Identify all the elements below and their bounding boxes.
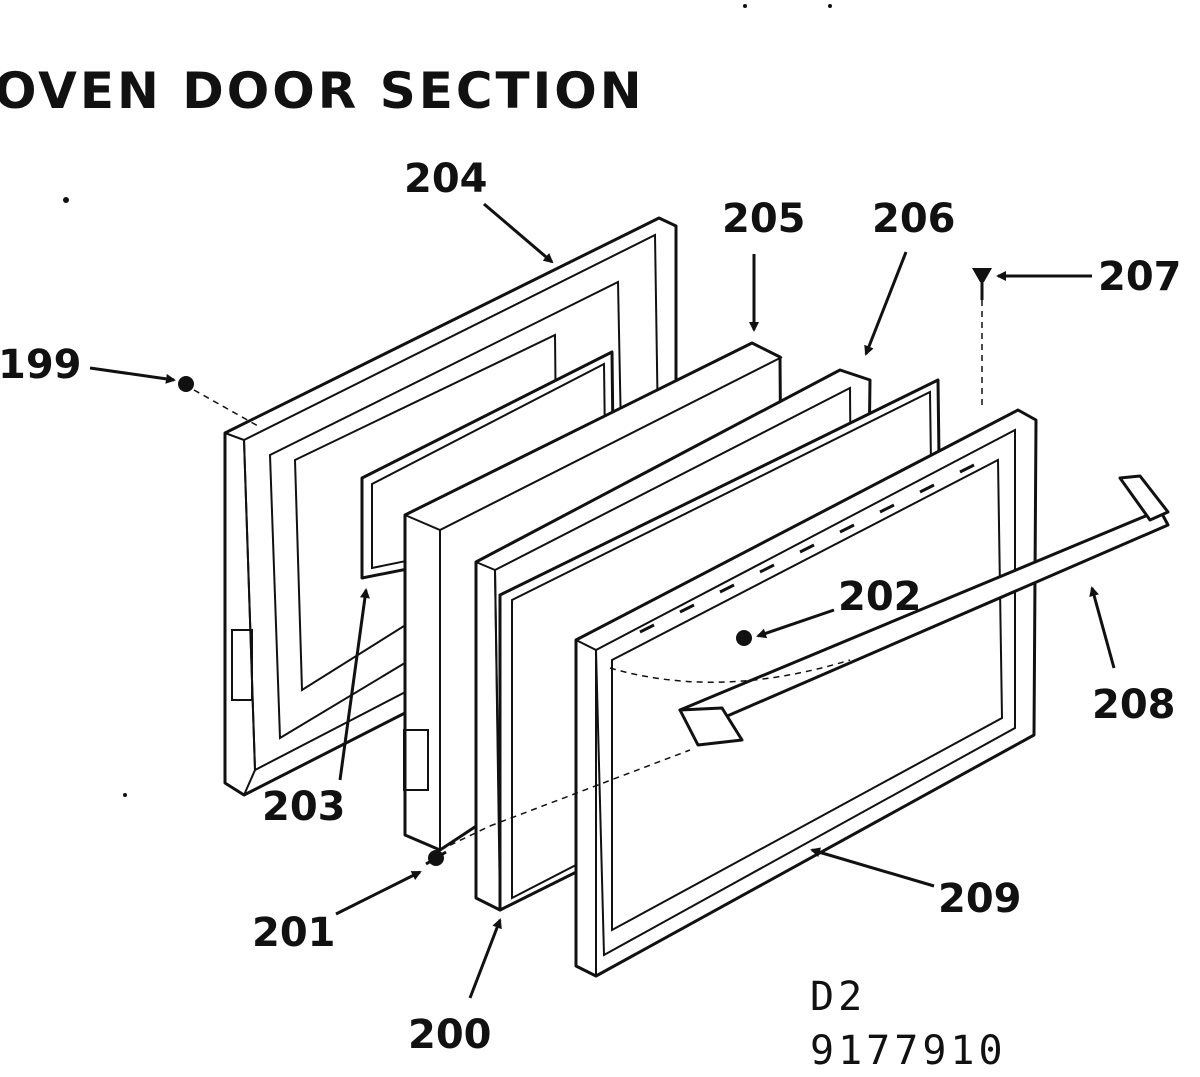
screw-part-207 xyxy=(972,268,992,300)
leader-200 xyxy=(468,918,502,999)
leader-208 xyxy=(1089,586,1116,669)
leader-203 xyxy=(338,588,370,781)
screw-part-199 xyxy=(178,376,194,392)
callout-205: 205 xyxy=(722,196,806,242)
speck xyxy=(828,4,832,8)
diagram-title: OVEN DOOR SECTION xyxy=(0,62,645,120)
callout-201: 201 xyxy=(252,910,336,956)
alignment-line xyxy=(609,659,851,683)
speck xyxy=(63,197,69,203)
callout-200: 200 xyxy=(408,1012,492,1058)
alignment-line xyxy=(439,825,491,851)
outer-door-panel-part-209 xyxy=(574,408,1038,978)
callout-204: 204 xyxy=(404,156,488,202)
screw-part-202 xyxy=(736,630,752,646)
callout-207: 207 xyxy=(1098,254,1182,300)
callout-203: 203 xyxy=(262,784,346,830)
callout-209: 209 xyxy=(938,876,1022,922)
leader-209 xyxy=(810,847,935,888)
callout-208: 208 xyxy=(1092,682,1176,728)
doc-code: D2 xyxy=(810,974,866,1020)
alignment-line xyxy=(193,389,259,427)
leader-199 xyxy=(89,366,176,384)
speck xyxy=(743,4,747,8)
callout-202: 202 xyxy=(838,574,922,620)
callout-199: 199 xyxy=(0,342,82,388)
door-handle-part-208 xyxy=(678,474,1170,747)
leader-201 xyxy=(335,870,422,916)
alignment-line xyxy=(489,749,691,827)
leader-204 xyxy=(483,202,554,264)
leader-202 xyxy=(756,608,835,639)
doc-number: 9177910 xyxy=(810,1028,1007,1072)
leader-206 xyxy=(864,251,908,356)
speck xyxy=(123,793,127,797)
callout-206: 206 xyxy=(872,196,956,242)
screw-part-201 xyxy=(425,850,447,866)
